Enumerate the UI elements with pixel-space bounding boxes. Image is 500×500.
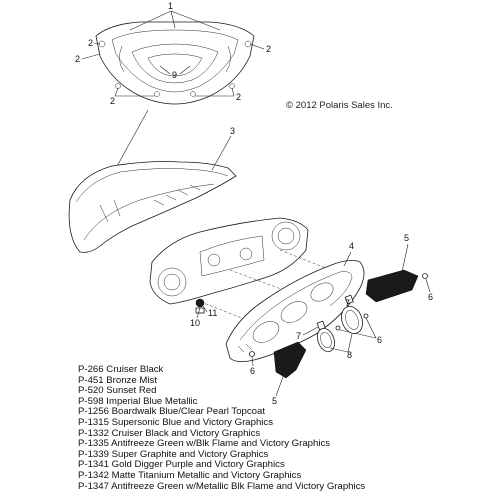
speaker-grille-right bbox=[365, 269, 419, 303]
legend-color-name: Sunset Red bbox=[106, 385, 157, 397]
callout-6-right: 6 bbox=[428, 292, 433, 302]
gauge-bezels-8 bbox=[317, 306, 363, 353]
legend-code: P-1339 bbox=[78, 448, 109, 460]
callout-3: 3 bbox=[230, 126, 235, 136]
legend-color-name: Cruiser Black bbox=[106, 364, 164, 375]
legend-code: P-1341 bbox=[78, 459, 109, 471]
outer-fairing-shell bbox=[68, 161, 237, 253]
speaker-grille-left bbox=[273, 341, 307, 379]
fastener-10-11 bbox=[195, 298, 205, 314]
callout-1: 1 bbox=[168, 1, 173, 11]
legend-item: P-1342 Matte Titanium Metallic and Victo… bbox=[78, 469, 365, 482]
legend-color-name: Cruiser Black and Victory Graphics bbox=[111, 427, 261, 439]
callout-2-right: 2 bbox=[266, 44, 271, 54]
legend-item: P-451 Bronze Mist bbox=[78, 374, 365, 387]
callout-4: 4 bbox=[349, 241, 354, 251]
legend-item: P-1315 Supersonic Blue and Victory Graph… bbox=[78, 416, 365, 429]
legend-item: P-1256 Boardwalk Blue/Clear Pearl Topcoa… bbox=[78, 407, 365, 418]
callout-2-lower-left: 2 bbox=[110, 96, 115, 106]
legend-item: P-1341 Gold Digger Purple and Victory Gr… bbox=[78, 460, 365, 471]
copyright-notice: © 2012 Polaris Sales Inc. bbox=[286, 100, 393, 111]
legend-item: P-1347 Antifreeze Green w/Metallic Blk F… bbox=[78, 480, 366, 493]
callout-9: 9 bbox=[172, 70, 177, 80]
legend-code: P-1342 bbox=[78, 469, 109, 481]
fairing-front-view bbox=[95, 21, 255, 105]
clips-7 bbox=[316, 294, 354, 331]
legend-code: P-266 bbox=[78, 364, 104, 375]
legend-color-name: Imperial Blue Metallic bbox=[106, 395, 198, 407]
legend-color-name: Gold Digger Purple and Victory Graphics bbox=[111, 459, 285, 471]
legend-code: P-1332 bbox=[78, 427, 109, 439]
callout-6-left: 6 bbox=[250, 366, 255, 376]
callout-2-outer-left: 2 bbox=[75, 54, 80, 64]
legend-color-name: Supersonic Blue and Victory Graphics bbox=[111, 416, 274, 428]
legend-code: P-520 bbox=[78, 385, 104, 397]
legend-color-name: Matte Titanium Metallic and Victory Grap… bbox=[111, 469, 302, 481]
instrument-panel bbox=[225, 260, 365, 362]
callout-7-right: 7 bbox=[345, 298, 350, 308]
legend-color-name: Antifreeze Green w/Blk Flame and Victory… bbox=[111, 438, 331, 450]
legend-color-name: Bronze Mist bbox=[106, 374, 157, 386]
inner-fairing-housing bbox=[149, 217, 309, 305]
callout-5-left: 5 bbox=[272, 396, 277, 406]
callout-6-lower: 6 bbox=[377, 335, 382, 345]
legend-code: P-451 bbox=[78, 374, 104, 386]
callout-2-left: 2 bbox=[88, 38, 93, 48]
legend-color-name: Antifreeze Green w/Metallic Blk Flame an… bbox=[111, 480, 366, 492]
legend-code: P-598 bbox=[78, 395, 104, 407]
legend-item: P-266 Cruiser Black bbox=[78, 364, 365, 376]
legend-item: P-1339 Super Graphite and Victory Graphi… bbox=[78, 448, 365, 461]
callout-7-left: 7 bbox=[296, 331, 301, 341]
legend-item: P-598 Imperial Blue Metallic bbox=[78, 395, 365, 408]
legend-item: P-520 Sunset Red bbox=[78, 385, 365, 397]
legend-item: P-1332 Cruiser Black and Victory Graphic… bbox=[78, 427, 365, 440]
callout-group-top: 1 2 2 2 2 2 9 bbox=[75, 1, 271, 106]
callout-2-lower-right: 2 bbox=[236, 92, 241, 102]
callout-5-right: 5 bbox=[404, 233, 409, 243]
legend-code: P-1256 bbox=[78, 406, 109, 418]
legend-color-name: Boardwalk Blue/Clear Pearl Topcoat bbox=[111, 406, 266, 418]
legend-code: P-1347 bbox=[78, 480, 109, 492]
legend-code: P-1315 bbox=[78, 416, 109, 428]
legend-color-name: Super Graphite and Victory Graphics bbox=[111, 448, 269, 460]
legend-code: P-1335 bbox=[78, 438, 109, 450]
callout-8: 8 bbox=[347, 350, 352, 360]
callout-11: 11 bbox=[208, 308, 217, 318]
legend-item: P-1335 Antifreeze Green w/Blk Flame and … bbox=[78, 438, 365, 450]
callout-10: 10 bbox=[190, 318, 200, 328]
